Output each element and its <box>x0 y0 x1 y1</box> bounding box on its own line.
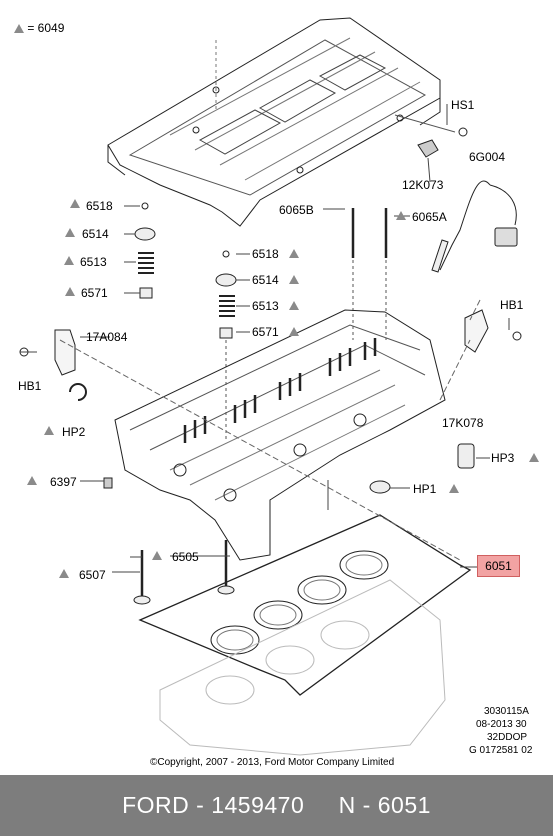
label-6518-mid: 6518 <box>252 247 279 261</box>
label-hs1: HS1 <box>451 98 475 112</box>
triangle-icon <box>152 551 162 560</box>
triangle-icon <box>14 24 24 34</box>
footer-bar: FORD - 1459470 N - 6051 <box>0 775 553 836</box>
label-6065b: 6065B <box>279 203 314 217</box>
label-6505: 6505 <box>172 550 199 564</box>
triangle-icon <box>70 199 80 208</box>
triangle-icon <box>65 287 75 296</box>
label-hp2: HP2 <box>62 425 86 439</box>
triangle-icon <box>289 275 299 284</box>
triangle-icon <box>44 426 54 435</box>
label-12k073: 12K073 <box>402 178 444 192</box>
label-hb1-left: HB1 <box>18 379 42 393</box>
label-6514-left: 6514 <box>82 227 109 241</box>
legend: = 6049 <box>14 21 64 35</box>
engine-parts-drawing <box>19 17 522 756</box>
label-6518-left: 6518 <box>86 199 113 213</box>
label-hp1: HP1 <box>413 482 437 496</box>
label-17a084: 17A084 <box>86 330 128 344</box>
label-6397: 6397 <box>50 475 77 489</box>
triangle-icon <box>449 484 459 493</box>
reference-line-1: 3030115A <box>484 706 529 717</box>
triangle-icon <box>65 228 75 237</box>
label-6g004: 6G004 <box>469 150 506 164</box>
reference-line-2: 08-2013 30 <box>476 719 527 730</box>
triangle-icon <box>289 249 299 258</box>
copyright: ©Copyright, 2007 - 2013, Ford Motor Comp… <box>150 757 395 768</box>
cylinder-head <box>114 309 446 561</box>
label-17k078: 17K078 <box>442 416 484 430</box>
label-6513-mid: 6513 <box>252 299 279 313</box>
triangle-icon <box>64 256 74 265</box>
legend-code: = 6049 <box>27 21 65 35</box>
triangle-icon <box>289 301 299 310</box>
label-hb1-right: HB1 <box>500 298 524 312</box>
triangle-icon <box>59 569 69 578</box>
triangle-icon <box>529 453 539 462</box>
triangle-icon <box>396 211 406 220</box>
reference-line-3: 32DDOP <box>487 732 528 743</box>
label-6571-left: 6571 <box>81 286 108 300</box>
label-6571-mid: 6571 <box>252 325 279 339</box>
reference-line-4: G 0172581 02 <box>469 745 533 756</box>
label-6513-left: 6513 <box>80 255 107 269</box>
label-6507: 6507 <box>79 568 106 582</box>
triangle-icon <box>289 327 299 336</box>
label-6065a: 6065A <box>412 210 447 224</box>
footer-part-number: FORD - 1459470 N - 6051 <box>122 792 431 818</box>
label-hp3: HP3 <box>491 451 515 465</box>
exploded-diagram: = 6049 HS1 12K073 6G004 6065B 6065A HB1 … <box>14 17 539 768</box>
highlighted-part-6051[interactable]: 6051 <box>477 555 520 577</box>
triangle-icon <box>27 476 37 485</box>
label-6514-mid: 6514 <box>252 273 279 287</box>
camshaft-carrier <box>107 17 441 227</box>
